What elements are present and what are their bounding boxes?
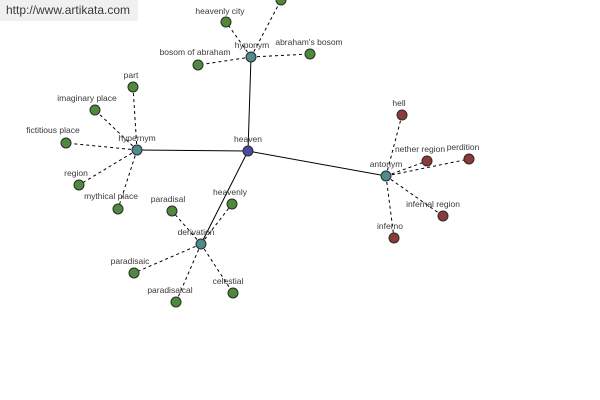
node-perdition-icon[interactable] <box>463 153 475 165</box>
edge-antonym-to-perdition <box>385 158 470 177</box>
edge-derivation-to-paradisal <box>171 210 202 245</box>
node-label-heavenly[interactable]: heavenly <box>213 187 248 197</box>
edge-hypernym-to-region <box>78 149 138 186</box>
edge-derivation-to-heavenly <box>200 203 233 245</box>
node-infernal-region-icon[interactable] <box>437 210 449 222</box>
edge-derivation-to-paradisaic <box>133 243 202 274</box>
node-imaginary-place-icon[interactable] <box>89 104 101 116</box>
node-label-nether-region[interactable]: nether region <box>395 144 445 154</box>
node-heavenly-city-icon[interactable] <box>220 16 232 28</box>
edge-derivation-to-paradisaical <box>175 243 202 303</box>
edge-antonym-to-infernal-region <box>385 175 444 217</box>
edge-heaven-to-derivation <box>200 150 249 245</box>
node-antonym-icon[interactable] <box>380 170 392 182</box>
node-label-abrahams-bosom[interactable]: abraham's bosom <box>275 37 342 47</box>
graph-labels: heaven hyponym hypernym derivation antonym he… <box>26 6 479 295</box>
node-label-paradisal[interactable]: paradisal <box>151 194 186 204</box>
node-label-hypernym[interactable]: hypernym <box>118 133 155 143</box>
edge-hypernym-to-mythical-place <box>117 149 138 210</box>
node-bosom-of-abraham-icon[interactable] <box>192 59 204 71</box>
edge-hyponym-to-heavenly-city <box>225 21 252 58</box>
node-label-imaginary-place[interactable]: imaginary place <box>57 93 117 103</box>
node-paradisal-icon[interactable] <box>166 205 178 217</box>
edge-heaven-to-antonym <box>247 150 387 177</box>
edge-hyponym-to-bosom-of-abraham <box>197 56 252 66</box>
node-heaven-icon[interactable] <box>242 145 254 157</box>
node-region-icon[interactable] <box>73 179 85 191</box>
node-label-perdition[interactable]: perdition <box>447 142 480 152</box>
node-abrahams-bosom-icon[interactable] <box>304 48 316 60</box>
edge-heaven-to-hypernym <box>136 149 249 152</box>
node-heavenly-icon[interactable] <box>226 198 238 210</box>
edge-hypernym-to-fictitious-place <box>65 142 138 151</box>
edge-hyponym-to-abrahams-bosom <box>250 53 311 58</box>
node-label-derivation[interactable]: derivation <box>178 227 215 237</box>
node-hyponym-icon[interactable] <box>245 51 257 63</box>
node-hyponym-offscreen-icon[interactable] <box>275 0 287 6</box>
node-label-antonym[interactable]: antonym <box>370 159 403 169</box>
node-nether-region-icon[interactable] <box>421 155 433 167</box>
edge-antonym-to-nether-region <box>385 160 428 177</box>
node-celestial-icon[interactable] <box>227 287 239 299</box>
node-label-bosom-of-abraham[interactable]: bosom of abraham <box>160 47 231 57</box>
node-label-hyponym[interactable]: hyponym <box>235 40 270 50</box>
node-inferno-icon[interactable] <box>388 232 400 244</box>
node-mythical-place-icon[interactable] <box>112 203 124 215</box>
node-label-inferno[interactable]: inferno <box>377 221 403 231</box>
edge-hyponym-to-hyponym-offscreen <box>250 0 282 58</box>
node-label-part[interactable]: part <box>124 70 139 80</box>
edge-antonym-to-hell <box>385 114 403 177</box>
node-label-heavenly-city[interactable]: heavenly city <box>195 6 245 16</box>
site-url-watermark[interactable]: http://www.artikata.com <box>0 0 138 21</box>
node-hell-icon[interactable] <box>396 109 408 121</box>
graph-edges <box>65 0 470 303</box>
node-paradisaic-icon[interactable] <box>128 267 140 279</box>
node-fictitious-place-icon[interactable] <box>60 137 72 149</box>
node-label-heaven[interactable]: heaven <box>234 134 262 144</box>
node-label-fictitious-place[interactable]: fictitious place <box>26 125 80 135</box>
edge-derivation-to-celestial <box>200 243 234 294</box>
node-label-infernal-region[interactable]: infernal region <box>406 199 460 209</box>
edge-hypernym-to-part <box>132 86 138 151</box>
node-derivation-icon[interactable] <box>195 238 207 250</box>
node-part-icon[interactable] <box>127 81 139 93</box>
node-label-hell[interactable]: hell <box>392 98 405 108</box>
edge-heaven-to-hyponym <box>247 56 252 152</box>
node-label-region[interactable]: region <box>64 168 88 178</box>
node-hypernym-icon[interactable] <box>131 144 143 156</box>
node-label-paradisaic[interactable]: paradisaic <box>111 256 150 266</box>
node-label-celestial[interactable]: celestial <box>213 276 244 286</box>
edge-antonym-to-inferno <box>385 175 395 239</box>
node-label-paradisaical[interactable]: paradisaical <box>147 285 192 295</box>
node-paradisaical-icon[interactable] <box>170 296 182 308</box>
node-label-mythical-place[interactable]: mythical place <box>84 191 138 201</box>
graph-nodes <box>60 0 475 308</box>
edge-hypernym-to-imaginary-place <box>94 109 138 151</box>
